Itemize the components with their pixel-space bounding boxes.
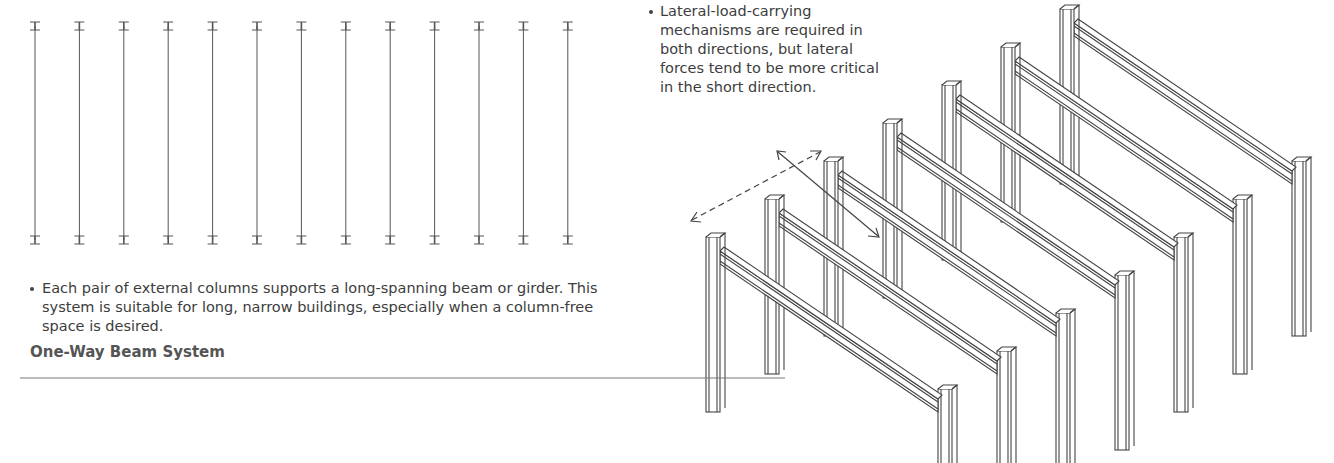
note-text: Lateral-load-carrying mechanisms are req… — [660, 2, 892, 97]
column — [1174, 233, 1193, 412]
column-web — [478, 22, 480, 30]
lateral-arrows — [691, 151, 879, 237]
beam — [720, 247, 942, 412]
column-web — [167, 236, 169, 244]
column-web — [79, 22, 81, 30]
beam-line — [168, 26, 169, 240]
column — [997, 347, 1016, 463]
column-web — [34, 22, 36, 30]
plan-view — [30, 22, 573, 244]
column-web — [345, 236, 347, 244]
beam-line — [257, 26, 258, 240]
column-web — [434, 22, 436, 30]
column — [706, 233, 725, 412]
column-web — [79, 236, 81, 244]
column-web — [478, 236, 480, 244]
beam-line — [301, 26, 302, 240]
beam-line — [345, 26, 346, 240]
beam-line — [79, 26, 80, 240]
section-title: One-Way Beam System — [30, 343, 225, 361]
column-web — [523, 236, 525, 244]
column-web — [301, 22, 303, 30]
column-web — [34, 236, 36, 244]
beam-line — [523, 26, 524, 240]
beam-line — [212, 26, 213, 240]
column-web — [256, 22, 258, 30]
column-web — [345, 22, 347, 30]
rule-line — [20, 378, 785, 379]
beam — [779, 209, 1001, 374]
beam-line — [390, 26, 391, 240]
beam-line — [479, 26, 480, 240]
note-text: Each pair of external columns supports a… — [42, 279, 602, 336]
column-web — [434, 236, 436, 244]
column-web — [523, 22, 525, 30]
column-web — [212, 236, 214, 244]
beam — [1074, 19, 1296, 184]
column-web — [301, 236, 303, 244]
bullet — [30, 287, 34, 291]
beam-line — [35, 26, 36, 240]
beam — [897, 133, 1119, 298]
column — [1233, 195, 1252, 374]
beam-line — [123, 26, 124, 240]
column — [1292, 157, 1311, 336]
column-web — [167, 22, 169, 30]
column-web — [123, 236, 125, 244]
column-web — [256, 236, 258, 244]
beam — [956, 95, 1178, 260]
beam — [838, 171, 1060, 336]
column-web — [567, 236, 569, 244]
column-web — [212, 22, 214, 30]
column-web — [123, 22, 125, 30]
beam-line — [434, 26, 435, 240]
beam-line — [567, 26, 568, 240]
bullet — [649, 10, 653, 14]
beam — [1015, 57, 1237, 222]
column — [1115, 271, 1134, 450]
column-web — [389, 22, 391, 30]
column — [1056, 309, 1075, 463]
column-web — [389, 236, 391, 244]
column-web — [567, 22, 569, 30]
